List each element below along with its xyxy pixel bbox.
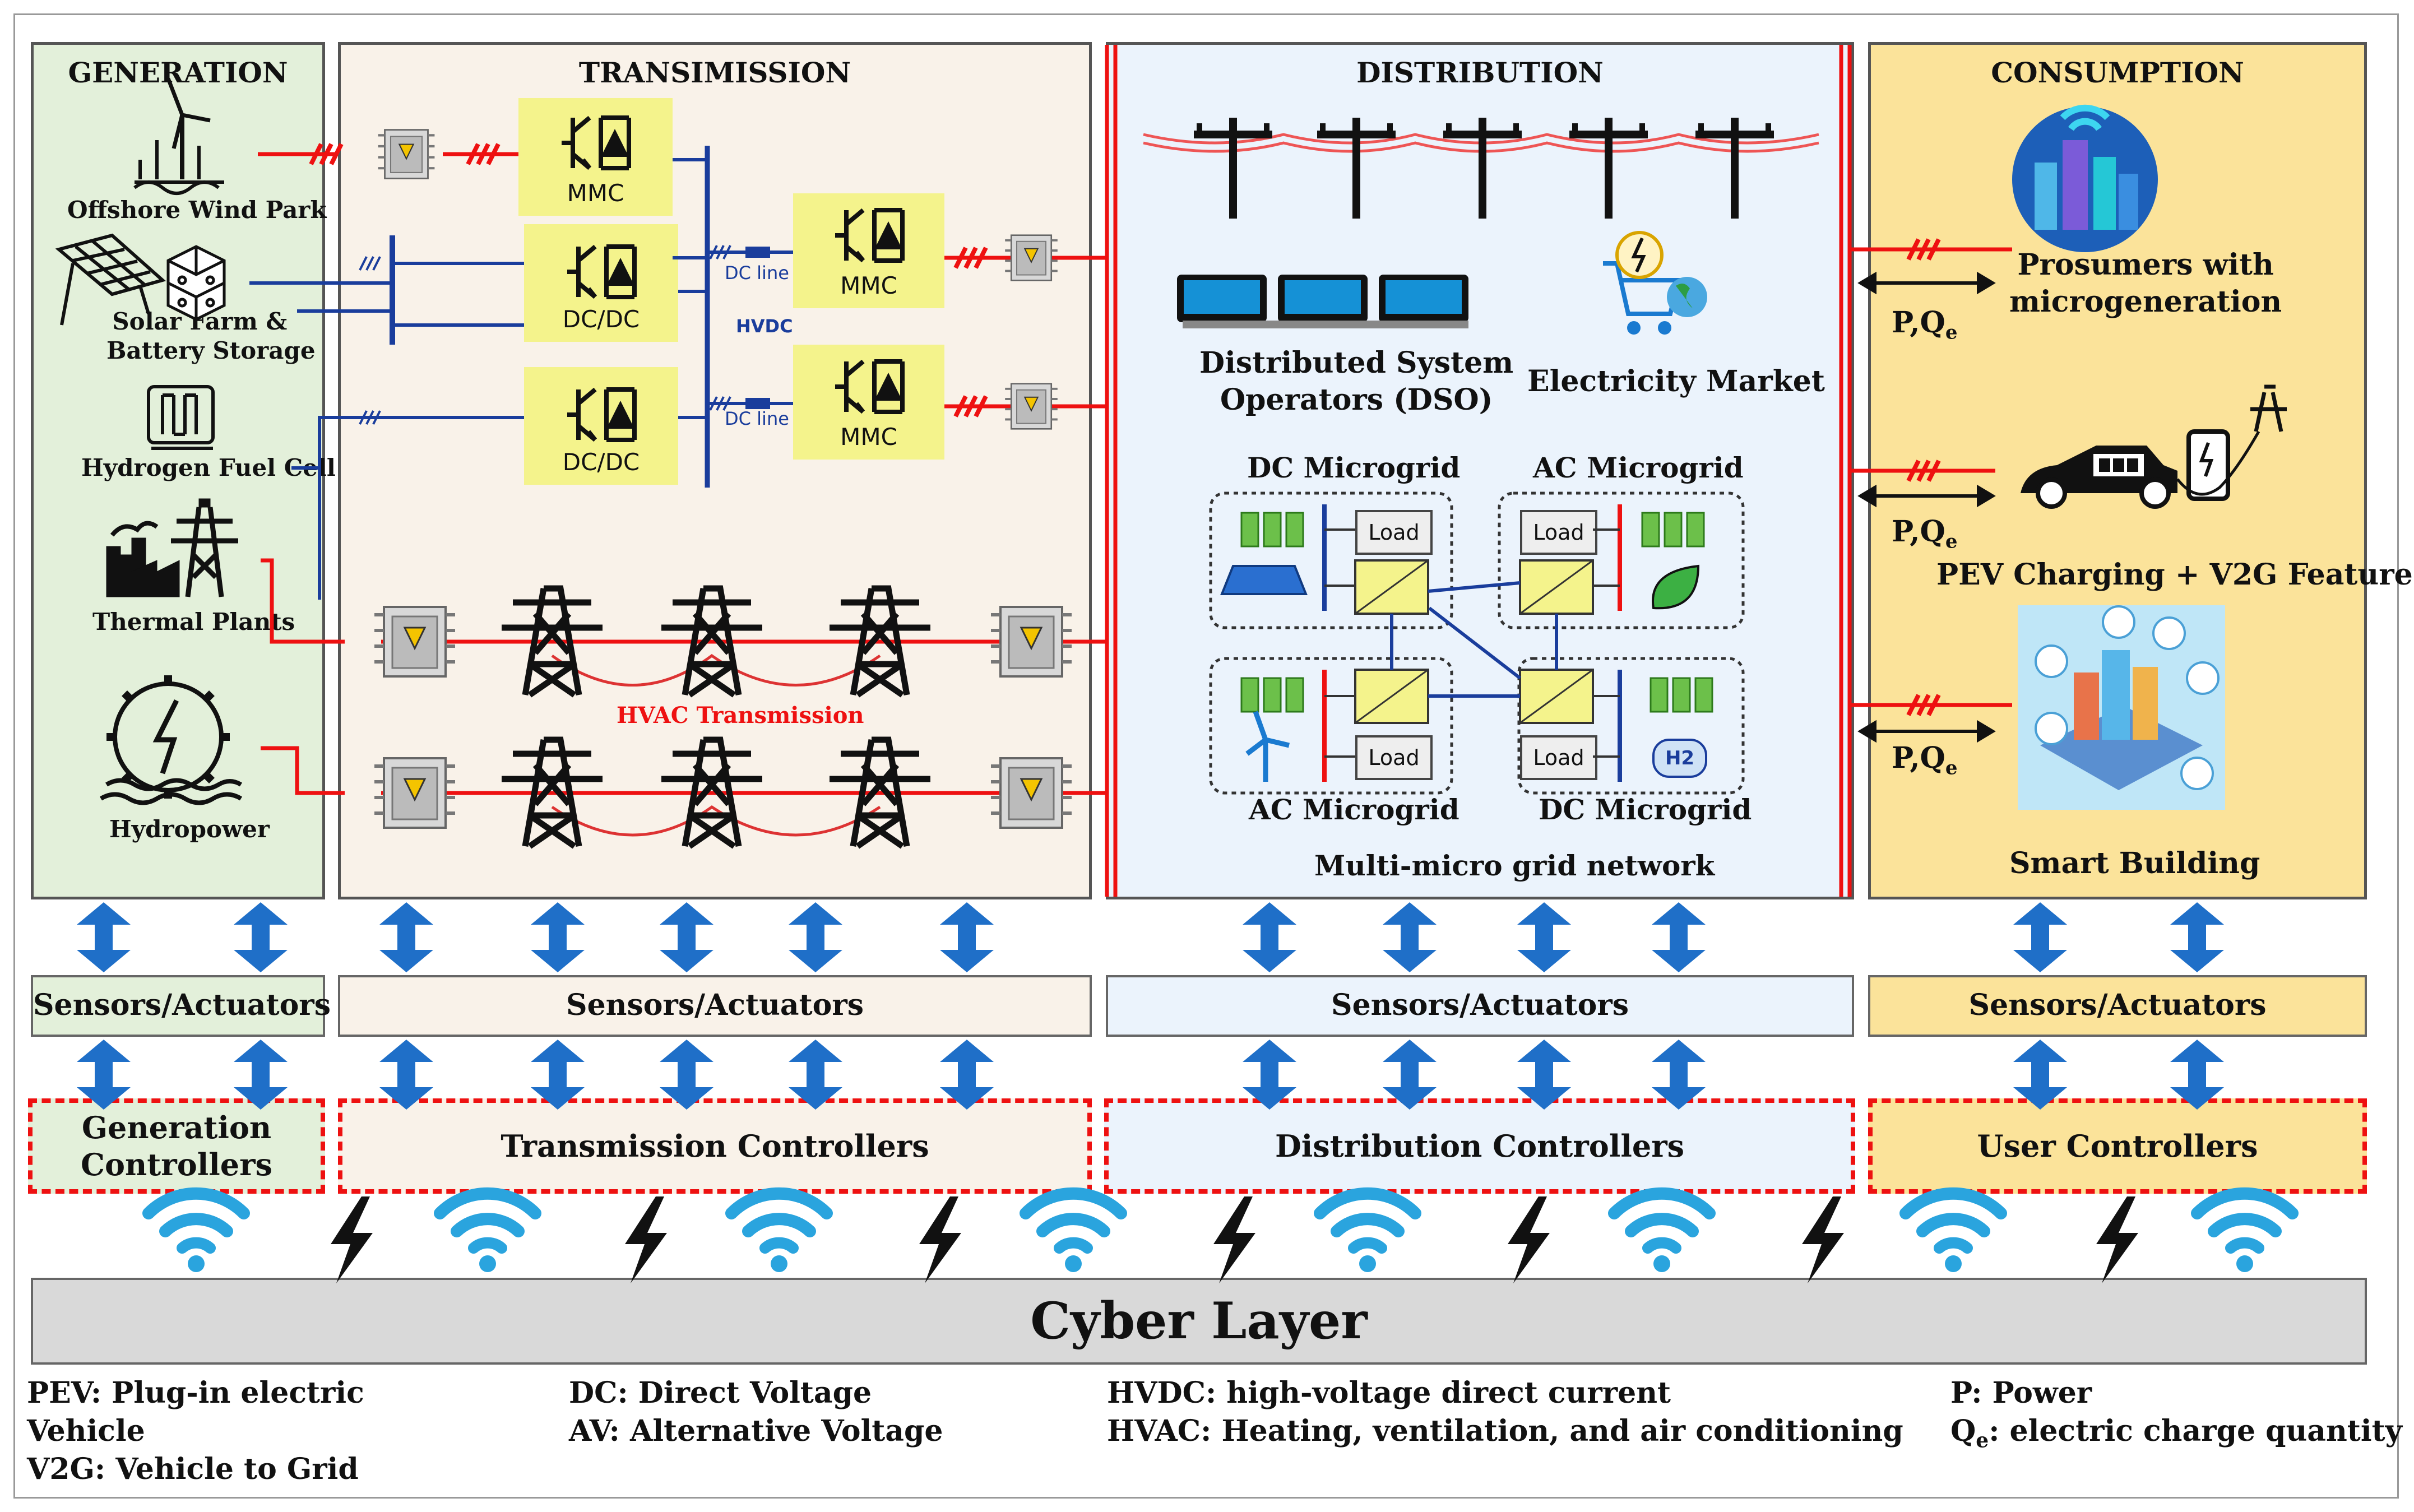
thermal-label: Thermal Plants: [92, 608, 295, 636]
prosumers-label: Prosumers with microgeneration: [2009, 247, 2282, 321]
ac-microgrid-title-2: AC Microgrid: [1249, 793, 1459, 826]
cyber-layer-label: Cyber Layer: [1030, 1291, 1368, 1351]
prosumers-line1: Prosumers with: [2017, 248, 2274, 282]
legend-v2g: V2G: Vehicle to Grid: [27, 1452, 359, 1486]
pq-label-1: P,Qe: [1892, 305, 1957, 344]
hydrogen-label: Hydrogen Fuel Cell: [81, 454, 336, 481]
solar-farm-label: Solar Farm & Battery Storage: [84, 307, 316, 365]
generation-controllers: Generation Controllers: [28, 1098, 325, 1194]
pq-subscript: e: [1945, 321, 1958, 344]
legend-column-2: DC: Direct Voltage AV: Alternative Volta…: [569, 1374, 943, 1450]
ac-microgrid-title-1: AC Microgrid: [1533, 451, 1744, 484]
solar-label-line2: Battery Storage: [106, 337, 316, 364]
sensors-distribution: Sensors/Actuators: [1106, 975, 1854, 1037]
dcdc-converter-2: DC/DC: [524, 367, 678, 485]
gen-ctrl-line2: Controllers: [81, 1147, 272, 1182]
transmission-panel: TRANSIMISSION: [338, 42, 1092, 899]
pq-subscript: e: [1945, 757, 1958, 780]
legend-pev-line1: PEV: Plug-in electric: [27, 1376, 364, 1410]
legend-av: AV: Alternative Voltage: [569, 1414, 943, 1448]
dc-microgrid-title-2: DC Microgrid: [1539, 793, 1752, 826]
solar-label-line1: Solar Farm &: [112, 308, 288, 335]
mmc-label: MMC: [840, 423, 897, 451]
pq-label-3: P,Qe: [1892, 741, 1957, 779]
legend-q-letter: Q: [1950, 1414, 1976, 1448]
pq-label-2: P,Qe: [1892, 514, 1957, 553]
legend-q-sub: e: [1976, 1428, 1989, 1453]
dc-line-label-2: DC line: [725, 408, 789, 429]
generation-title: GENERATION: [68, 56, 288, 89]
hydrogen-tank-label: H2: [1652, 739, 1707, 778]
transmission-title: TRANSIMISSION: [578, 56, 851, 89]
legend-dc: DC: Direct Voltage: [569, 1376, 872, 1410]
legend-column-3: HVDC: high-voltage direct current HVAC: …: [1107, 1374, 1903, 1450]
mmc-converter-2: MMC: [793, 193, 944, 308]
legend-column-4: P: Power Qe: electric charge quantity: [1950, 1374, 2402, 1459]
pev-charging-label: PEV Charging + V2G Feature: [1936, 558, 2413, 592]
sensors-consumption: Sensors/Actuators: [1868, 975, 2367, 1037]
distribution-controllers: Distribution Controllers: [1104, 1098, 1855, 1194]
consumption-title: CONSUMPTION: [1991, 56, 2244, 89]
user-controllers: User Controllers: [1868, 1098, 2367, 1194]
distribution-title: DISTRIBUTION: [1356, 56, 1604, 89]
mmc-converter-3: MMC: [793, 345, 944, 460]
sensors-transmission: Sensors/Actuators: [338, 975, 1092, 1037]
multi-microgrid-label: Multi-micro grid network: [1314, 849, 1715, 882]
prosumers-line2: microgeneration: [2009, 285, 2282, 319]
smart-building-label: Smart Building: [2009, 846, 2260, 880]
cyber-layer: Cyber Layer: [31, 1278, 2367, 1365]
legend-q-text: : electric charge quantity: [1989, 1414, 2402, 1448]
hvac-transmission-label: HVAC Transmission: [617, 702, 864, 729]
transmission-controllers: Transmission Controllers: [338, 1098, 1092, 1194]
dcdc-label: DC/DC: [562, 448, 640, 476]
outer-frame: [13, 13, 2399, 1499]
hvdc-label: HVDC: [736, 316, 793, 337]
pq-text: P,Q: [1892, 514, 1945, 549]
pq-text: P,Q: [1892, 305, 1945, 340]
sensors-generation: Sensors/Actuators: [31, 975, 331, 1037]
gen-ctrl-line1: Generation: [81, 1110, 272, 1145]
legend-q: Qe: electric charge quantity: [1950, 1412, 2402, 1459]
dso-label: Distributed System Operators (DSO): [1199, 345, 1513, 419]
dcdc-label: DC/DC: [562, 305, 640, 333]
load-box-2: Load: [1520, 510, 1597, 555]
pq-subscript: e: [1945, 530, 1958, 553]
offshore-wind-label: Offshore Wind Park: [67, 196, 327, 224]
dso-label-line1: Distributed System: [1199, 346, 1514, 380]
dc-microgrid-title-1: DC Microgrid: [1247, 451, 1461, 484]
hydro-label: Hydropower: [109, 815, 270, 843]
mmc-converter-1: MMC: [518, 98, 673, 216]
legend-hvdc: HVDC: high-voltage direct current: [1107, 1376, 1671, 1410]
dcdc-converter-1: DC/DC: [524, 224, 678, 342]
mmc-label: MMC: [567, 179, 624, 207]
legend-hvac: HVAC: Heating, ventilation, and air cond…: [1107, 1414, 1903, 1448]
legend-p: P: Power: [1950, 1376, 2092, 1410]
mmc-label: MMC: [840, 272, 897, 299]
pq-text: P,Q: [1892, 741, 1945, 775]
electricity-market-label: Electricity Market: [1527, 364, 1825, 398]
dso-label-line2: Operators (DSO): [1220, 383, 1493, 417]
load-box-3: Load: [1355, 735, 1433, 780]
load-box-1: Load: [1355, 510, 1433, 555]
dc-line-label-1: DC line: [725, 262, 789, 284]
load-box-4: Load: [1520, 735, 1597, 780]
legend-column-1: PEV: Plug-in electric Vehicle V2G: Vehic…: [27, 1374, 364, 1488]
legend-pev-line2: Vehicle: [27, 1414, 145, 1448]
